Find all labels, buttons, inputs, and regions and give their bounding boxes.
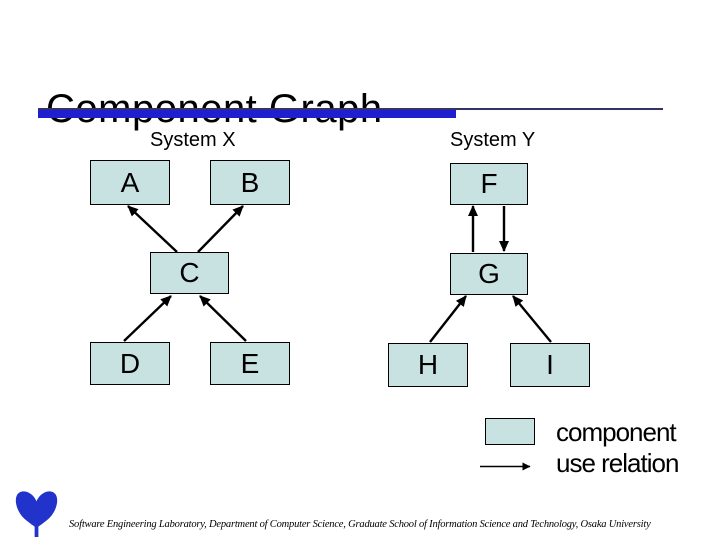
footer-affiliation-text: Software Engineering Laboratory, Departm… bbox=[69, 519, 651, 530]
use-relation-arrow-E-to-C bbox=[199, 295, 247, 342]
component-node-A: A bbox=[90, 160, 170, 205]
component-node-D: D bbox=[90, 342, 170, 385]
osaka-university-ginkgo-logo-icon bbox=[15, 491, 58, 537]
use-relation-arrow-I-to-G bbox=[512, 295, 552, 343]
use-relation-arrow-C-to-A bbox=[127, 205, 178, 253]
component-node-I: I bbox=[510, 343, 590, 387]
use-relation-arrow-H-to-G bbox=[429, 295, 467, 343]
component-node-G: G bbox=[450, 253, 528, 295]
legend-use-relation-label: use relation bbox=[556, 448, 679, 478]
use-relation-arrow-D-to-C bbox=[123, 295, 172, 342]
component-node-H: H bbox=[388, 343, 468, 387]
legend-use-relation-arrow bbox=[480, 462, 531, 471]
legend-component-label: component bbox=[556, 417, 677, 447]
component-node-E: E bbox=[210, 342, 290, 385]
use-relation-arrow-C-to-B bbox=[197, 205, 244, 253]
legend-component-swatch bbox=[485, 418, 535, 445]
component-node-F: F bbox=[450, 163, 528, 205]
title-rule-thin bbox=[38, 108, 663, 110]
system-x-label: System X bbox=[150, 129, 236, 151]
system-y-label: System Y bbox=[450, 129, 536, 151]
component-node-C: C bbox=[150, 252, 229, 294]
title-accent-bar bbox=[38, 110, 456, 118]
component-node-B: B bbox=[210, 160, 290, 205]
